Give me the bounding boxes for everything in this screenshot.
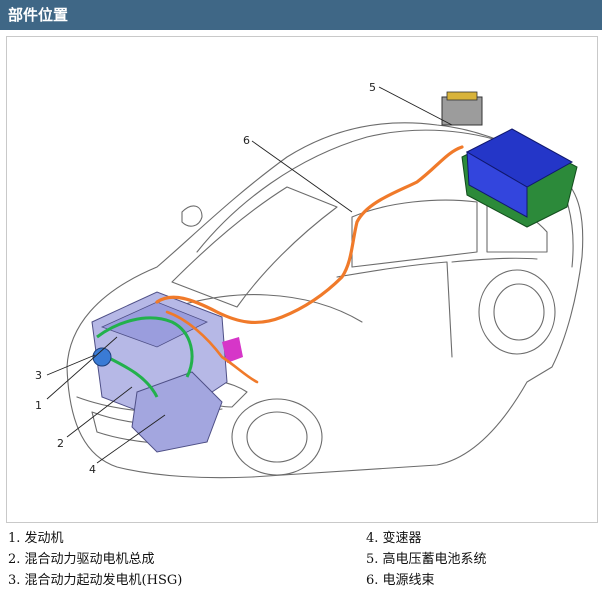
power-harness (157, 147, 462, 322)
engine-assembly (92, 292, 243, 452)
leader-5 (379, 87, 452, 125)
callout-3: 3 (35, 369, 42, 382)
wheels (232, 270, 555, 475)
callout-6: 6 (243, 134, 250, 147)
mirror (182, 206, 202, 226)
legend-item-5: 5. 高电压蓄电池系统 (366, 551, 487, 569)
legend-item-1: 1. 发动机 (8, 530, 64, 548)
callout-1: 1 (35, 399, 42, 412)
aux-battery-cap (447, 92, 477, 100)
front-wheel-outer (232, 399, 322, 475)
door-line-front (337, 262, 452, 357)
callout-2: 2 (57, 437, 64, 450)
section-title: 部件位置 (8, 5, 68, 25)
side-window (352, 200, 477, 267)
leader-6 (252, 141, 352, 212)
rear-wheel-inner (494, 284, 544, 340)
leader-2 (67, 387, 132, 437)
legend-item-6: 6. 电源线束 (366, 572, 435, 590)
leader-3 (47, 355, 95, 375)
legend-item-3: 3. 混合动力起动发电机(HSG) (8, 572, 182, 590)
door-line-rear (452, 258, 537, 262)
callout-5: 5 (369, 81, 376, 94)
windshield (172, 187, 337, 307)
legend: 1. 发动机 2. 混合动力驱动电机总成 3. 混合动力起动发电机(HSG) 4… (0, 528, 602, 600)
section-header: 部件位置 (0, 0, 602, 30)
legend-item-2: 2. 混合动力驱动电机总成 (8, 551, 155, 569)
car-diagram (7, 37, 597, 522)
legend-item-4: 4. 变速器 (366, 530, 422, 548)
front-wheel-inner (247, 412, 307, 462)
callout-4: 4 (89, 463, 96, 476)
aux-battery (442, 97, 482, 125)
figure-frame: 1 2 3 4 5 6 (6, 36, 598, 523)
battery-system (442, 92, 577, 227)
